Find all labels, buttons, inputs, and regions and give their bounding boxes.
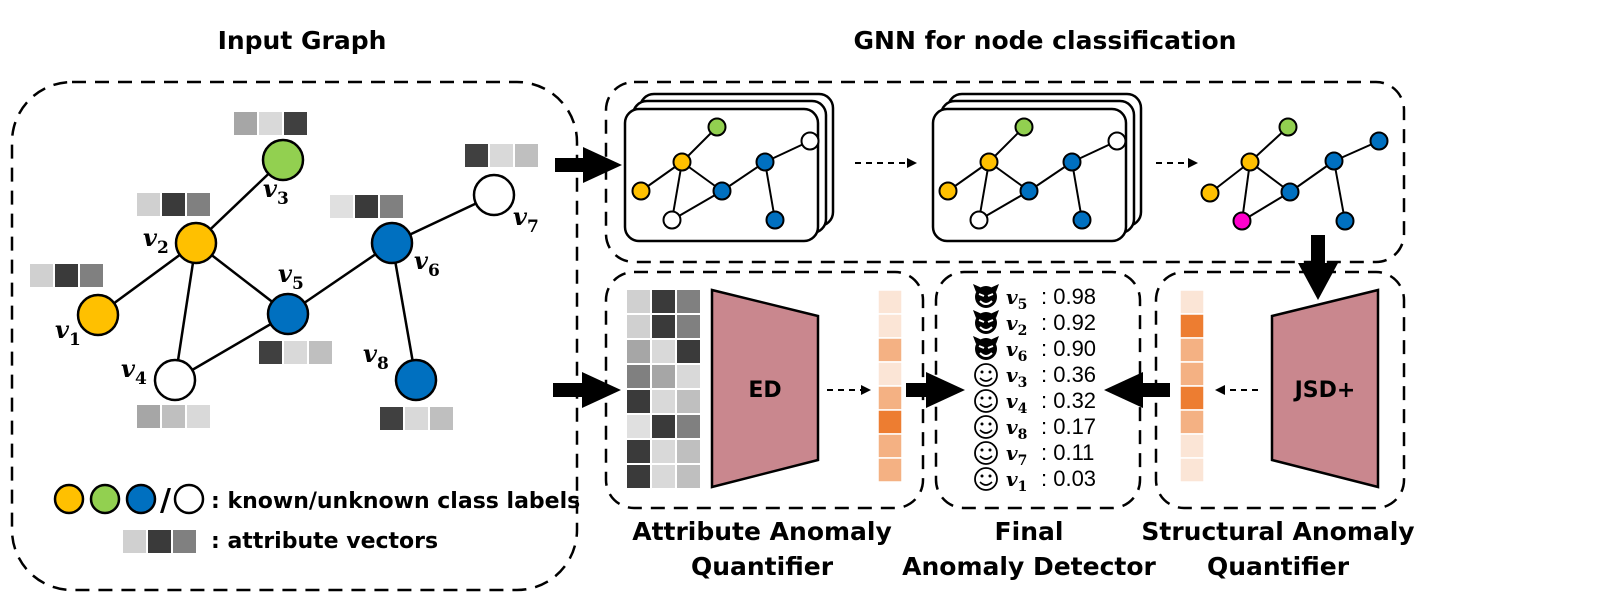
- node-v5: [266, 292, 310, 336]
- score-row: v2 : 0.92: [973, 310, 1096, 339]
- legend-class-labels-text: : known/unknown class labels: [211, 489, 580, 514]
- final-detector-title-1: Final: [995, 517, 1064, 546]
- smiley-icon: [974, 467, 998, 491]
- score-row: v6 : 0.90: [973, 336, 1096, 365]
- node-v2: [174, 221, 218, 265]
- score-list: v5 : 0.98 v2 : 0.92 v6 : 0.90 v3 : 0.36 v4 : 0.32…: [973, 284, 1096, 495]
- legend-attribute-vectors-text: : attribute vectors: [211, 529, 438, 554]
- attr-vector-v2: [137, 193, 210, 216]
- legend-attribute-vectors: : attribute vectors: [123, 529, 438, 554]
- label-v5: v5: [278, 259, 304, 294]
- score-node-label: v5: [1006, 285, 1027, 313]
- label-v4: v4: [121, 354, 147, 389]
- jsd-output-vector: [1179, 289, 1205, 483]
- legend-white-node: [173, 483, 205, 515]
- arrow-to-gnn: [555, 147, 622, 183]
- node-v8: [394, 358, 438, 402]
- score-value: : 0.17: [1041, 414, 1096, 439]
- score-value: : 0.11: [1041, 440, 1094, 465]
- label-v1: v1: [55, 315, 81, 350]
- node-v3: [261, 138, 305, 182]
- label-v8: v8: [363, 339, 389, 374]
- score-value: : 0.36: [1041, 362, 1096, 387]
- structural-quantifier-title-2: Quantifier: [1207, 552, 1350, 581]
- node-v7: [472, 173, 516, 217]
- gnn-title: GNN for node classification: [854, 26, 1237, 55]
- score-node-label: v4: [1006, 389, 1028, 417]
- jsd-label: JSD+: [1293, 378, 1356, 403]
- jsd-module: [1270, 288, 1380, 489]
- ed-module: [710, 288, 820, 489]
- score-node-label: v3: [1006, 363, 1027, 391]
- gnn-layer-stack-1: [623, 92, 835, 243]
- smiley-icon: [974, 363, 998, 387]
- input-graph-panel: [10, 80, 579, 592]
- arrow-jsd-to-final: [1104, 372, 1170, 408]
- arrow-to-ed: [553, 372, 621, 408]
- score-node-label: v8: [1006, 415, 1027, 443]
- label-v7: v7: [513, 202, 539, 237]
- attribute-quantifier-title-1: Attribute Anomaly: [632, 517, 892, 546]
- attr-vector-v1: [30, 264, 103, 287]
- score-row: v3 : 0.36: [974, 362, 1096, 391]
- ed-label: ED: [748, 378, 781, 403]
- ed-output-vector: [877, 289, 903, 483]
- score-node-label: v2: [1006, 311, 1027, 339]
- score-node-label: v1: [1006, 467, 1027, 495]
- score-value: : 0.03: [1041, 466, 1096, 491]
- legend-green-node: [89, 483, 121, 515]
- legend-slash: /: [160, 483, 171, 518]
- score-row: v8 : 0.17: [974, 414, 1096, 443]
- smiley-icon: [974, 415, 998, 439]
- label-v3: v3: [263, 174, 289, 209]
- gnn-layer-stack-2: [931, 92, 1143, 243]
- arrow-to-jsd: [1298, 235, 1338, 300]
- score-value: : 0.32: [1041, 388, 1096, 413]
- score-node-label: v6: [1006, 337, 1027, 365]
- score-value: : 0.92: [1041, 310, 1096, 335]
- attr-vector-v3: [234, 112, 307, 135]
- attr-vector-v6: [330, 195, 403, 218]
- attr-vector-v5: [259, 341, 332, 364]
- gnn-panel: [604, 80, 1406, 264]
- attribute-quantifier-title-2: Quantifier: [691, 552, 834, 581]
- score-node-label: v7: [1006, 441, 1027, 469]
- legend-blue-node: [125, 483, 157, 515]
- attribute-matrix: [627, 290, 700, 488]
- final-detector-title-2: Anomaly Detector: [902, 552, 1156, 581]
- score-row: v1 : 0.03: [974, 466, 1096, 495]
- devil-icon: [973, 284, 999, 308]
- legend-class-labels: / : known/unknown class labels: [53, 483, 580, 518]
- arrow-ed-to-final: [906, 372, 965, 408]
- score-value: : 0.90: [1041, 336, 1096, 361]
- score-value: : 0.98: [1041, 284, 1096, 309]
- node-v6: [370, 221, 414, 265]
- attr-vector-v8: [380, 407, 453, 430]
- label-v6: v6: [414, 246, 440, 281]
- input-graph-title: Input Graph: [218, 26, 387, 55]
- node-v4: [153, 358, 197, 402]
- structural-quantifier-title-1: Structural Anomaly: [1141, 517, 1414, 546]
- gnn-output-graph: [1200, 117, 1389, 231]
- devil-icon: [973, 336, 999, 360]
- score-row: v5 : 0.98: [973, 284, 1096, 313]
- label-v2: v2: [143, 223, 169, 258]
- node-v1: [76, 293, 120, 337]
- attr-vector-v7: [465, 144, 538, 167]
- smiley-icon: [974, 441, 998, 465]
- legend-yellow-node: [53, 483, 85, 515]
- score-row: v7 : 0.11: [974, 440, 1094, 469]
- smiley-icon: [974, 389, 998, 413]
- score-row: v4 : 0.32: [974, 388, 1096, 417]
- attr-vector-v4: [137, 405, 210, 428]
- devil-icon: [973, 310, 999, 334]
